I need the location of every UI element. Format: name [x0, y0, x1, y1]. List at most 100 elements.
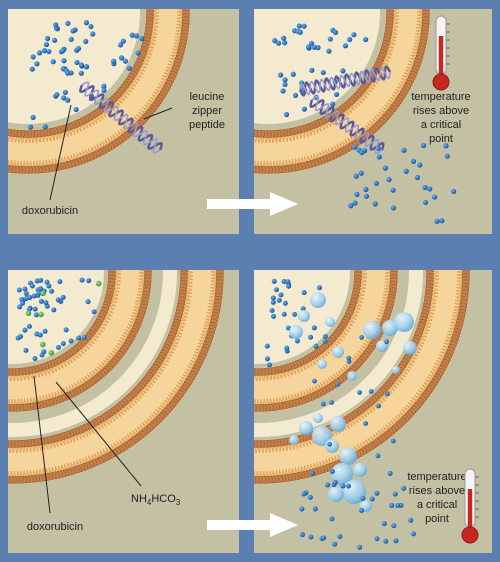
- doxorubicin-molecule: [332, 29, 339, 35]
- doxorubicin-molecule: [46, 283, 52, 289]
- released-doxorubicin: [357, 390, 362, 395]
- liposome-core: [8, 270, 104, 364]
- svg-text:doxorubicin: doxorubicin: [27, 521, 83, 533]
- doxorubicin-molecule: [301, 290, 307, 296]
- released-doxorubicin: [422, 184, 428, 191]
- doxorubicin-molecule: [42, 124, 48, 130]
- ammonium-bicarbonate-molecule: [38, 311, 44, 318]
- doxorubicin-molecule: [46, 48, 52, 55]
- released-doxorubicin: [346, 355, 352, 361]
- doxorubicin-molecule: [38, 277, 44, 283]
- released-doxorubicin: [382, 165, 388, 171]
- doxorubicin-molecule: [30, 54, 36, 60]
- doxorubicin-molecule: [320, 69, 326, 76]
- released-doxorubicin: [374, 490, 380, 496]
- released-doxorubicin: [390, 205, 397, 211]
- doxorubicin-molecule: [85, 299, 91, 305]
- gas-bubble: [298, 310, 310, 322]
- released-doxorubicin: [410, 531, 416, 537]
- doxorubicin-molecule: [17, 304, 23, 310]
- released-doxorubicin: [329, 400, 335, 405]
- doxorubicin-molecule: [270, 295, 276, 301]
- released-doxorubicin: [386, 176, 392, 183]
- released-doxorubicin: [401, 147, 407, 153]
- arrow-right-icon: [207, 513, 298, 537]
- doxorubicin-molecule: [52, 37, 58, 43]
- released-doxorubicin: [383, 538, 389, 544]
- doxorubicin-molecule: [117, 42, 124, 48]
- released-doxorubicin: [359, 334, 365, 340]
- doxorubicin-molecule: [44, 35, 51, 42]
- gas-bubble: [339, 447, 357, 465]
- doxorubicin-molecule: [292, 311, 298, 317]
- gas-bubble: [312, 426, 332, 446]
- released-doxorubicin: [403, 168, 409, 174]
- released-doxorubicin: [401, 485, 407, 491]
- gas-bubble: [331, 463, 353, 485]
- doxorubicin-molecule: [26, 323, 32, 329]
- doxorubicin-molecule: [270, 299, 276, 305]
- released-doxorubicin: [427, 186, 433, 192]
- top-left-liposome: [8, 9, 190, 174]
- doxorubicin-molecule: [36, 50, 43, 56]
- doxorubicin-molecule: [297, 29, 303, 35]
- temperature-label-top: temperature rises above a critical point: [411, 91, 470, 145]
- ammonium-bicarbonate-label: NH4HCO3: [55, 381, 181, 507]
- doxorubicin-molecule: [317, 285, 323, 291]
- doxorubicin-molecule: [44, 279, 50, 285]
- doxorubicin-molecule: [111, 58, 117, 64]
- released-doxorubicin: [389, 502, 395, 508]
- doxorubicin-molecule: [61, 95, 67, 101]
- released-doxorubicin: [321, 535, 327, 541]
- doxorubicin-molecule: [78, 70, 84, 76]
- doxorubicin-molecule: [62, 89, 68, 95]
- doxorubicin-molecule: [306, 44, 312, 50]
- ammonium-bicarbonate-molecule: [40, 290, 46, 297]
- released-doxorubicin: [327, 441, 333, 447]
- doxorubicin-molecule: [38, 298, 44, 304]
- doxorubicin-molecule: [311, 44, 317, 50]
- released-doxorubicin: [375, 453, 381, 459]
- gas-bubble: [347, 371, 357, 381]
- gas-bubble: [317, 359, 327, 369]
- released-doxorubicin: [359, 149, 365, 156]
- doxorubicin-molecule: [282, 77, 288, 83]
- doxorubicin-molecule: [296, 23, 302, 29]
- doxorubicin-molecule: [281, 278, 287, 284]
- doxorubicin-molecule: [269, 308, 275, 314]
- thermometer-icon: [461, 468, 479, 544]
- doxorubicin-molecule: [32, 355, 38, 361]
- gas-bubble: [313, 413, 323, 423]
- doxorubicin-molecule: [83, 38, 89, 45]
- ammonium-bicarbonate-molecule: [48, 349, 55, 356]
- released-doxorubicin: [439, 218, 445, 224]
- released-doxorubicin: [385, 391, 390, 397]
- doxorubicin-molecule: [330, 101, 336, 107]
- gas-bubble: [332, 346, 344, 358]
- released-doxorubicin: [372, 201, 378, 207]
- lipid-bilayer: [8, 270, 224, 484]
- doxorubicin-molecule: [63, 327, 69, 333]
- doxorubicin-molecule: [57, 279, 63, 285]
- doxorubicin-molecule: [41, 349, 47, 355]
- doxorubicin-molecule: [81, 335, 87, 341]
- doxorubicin-molecule: [309, 67, 315, 73]
- doxorubicin-molecule: [285, 279, 291, 285]
- svg-text:zipper: zipper: [192, 105, 222, 117]
- doxorubicin-molecule: [347, 36, 353, 43]
- doxorubicin-molecule: [30, 114, 36, 120]
- lipid-bilayer: [8, 270, 152, 412]
- gas-bubble: [325, 439, 339, 453]
- svg-text:a critical: a critical: [421, 119, 461, 131]
- svg-text:peptide: peptide: [189, 119, 225, 131]
- doxorubicin-molecule: [41, 48, 48, 54]
- gas-bubble: [363, 321, 381, 339]
- doxorubicin-molecule: [68, 36, 74, 42]
- released-doxorubicin: [432, 194, 438, 200]
- doxorubicin-molecule: [91, 309, 97, 315]
- doxorubicin-molecule: [65, 20, 71, 26]
- released-doxorubicin: [312, 378, 317, 384]
- doxorubicin-molecule: [322, 334, 328, 340]
- released-doxorubicin: [420, 142, 427, 149]
